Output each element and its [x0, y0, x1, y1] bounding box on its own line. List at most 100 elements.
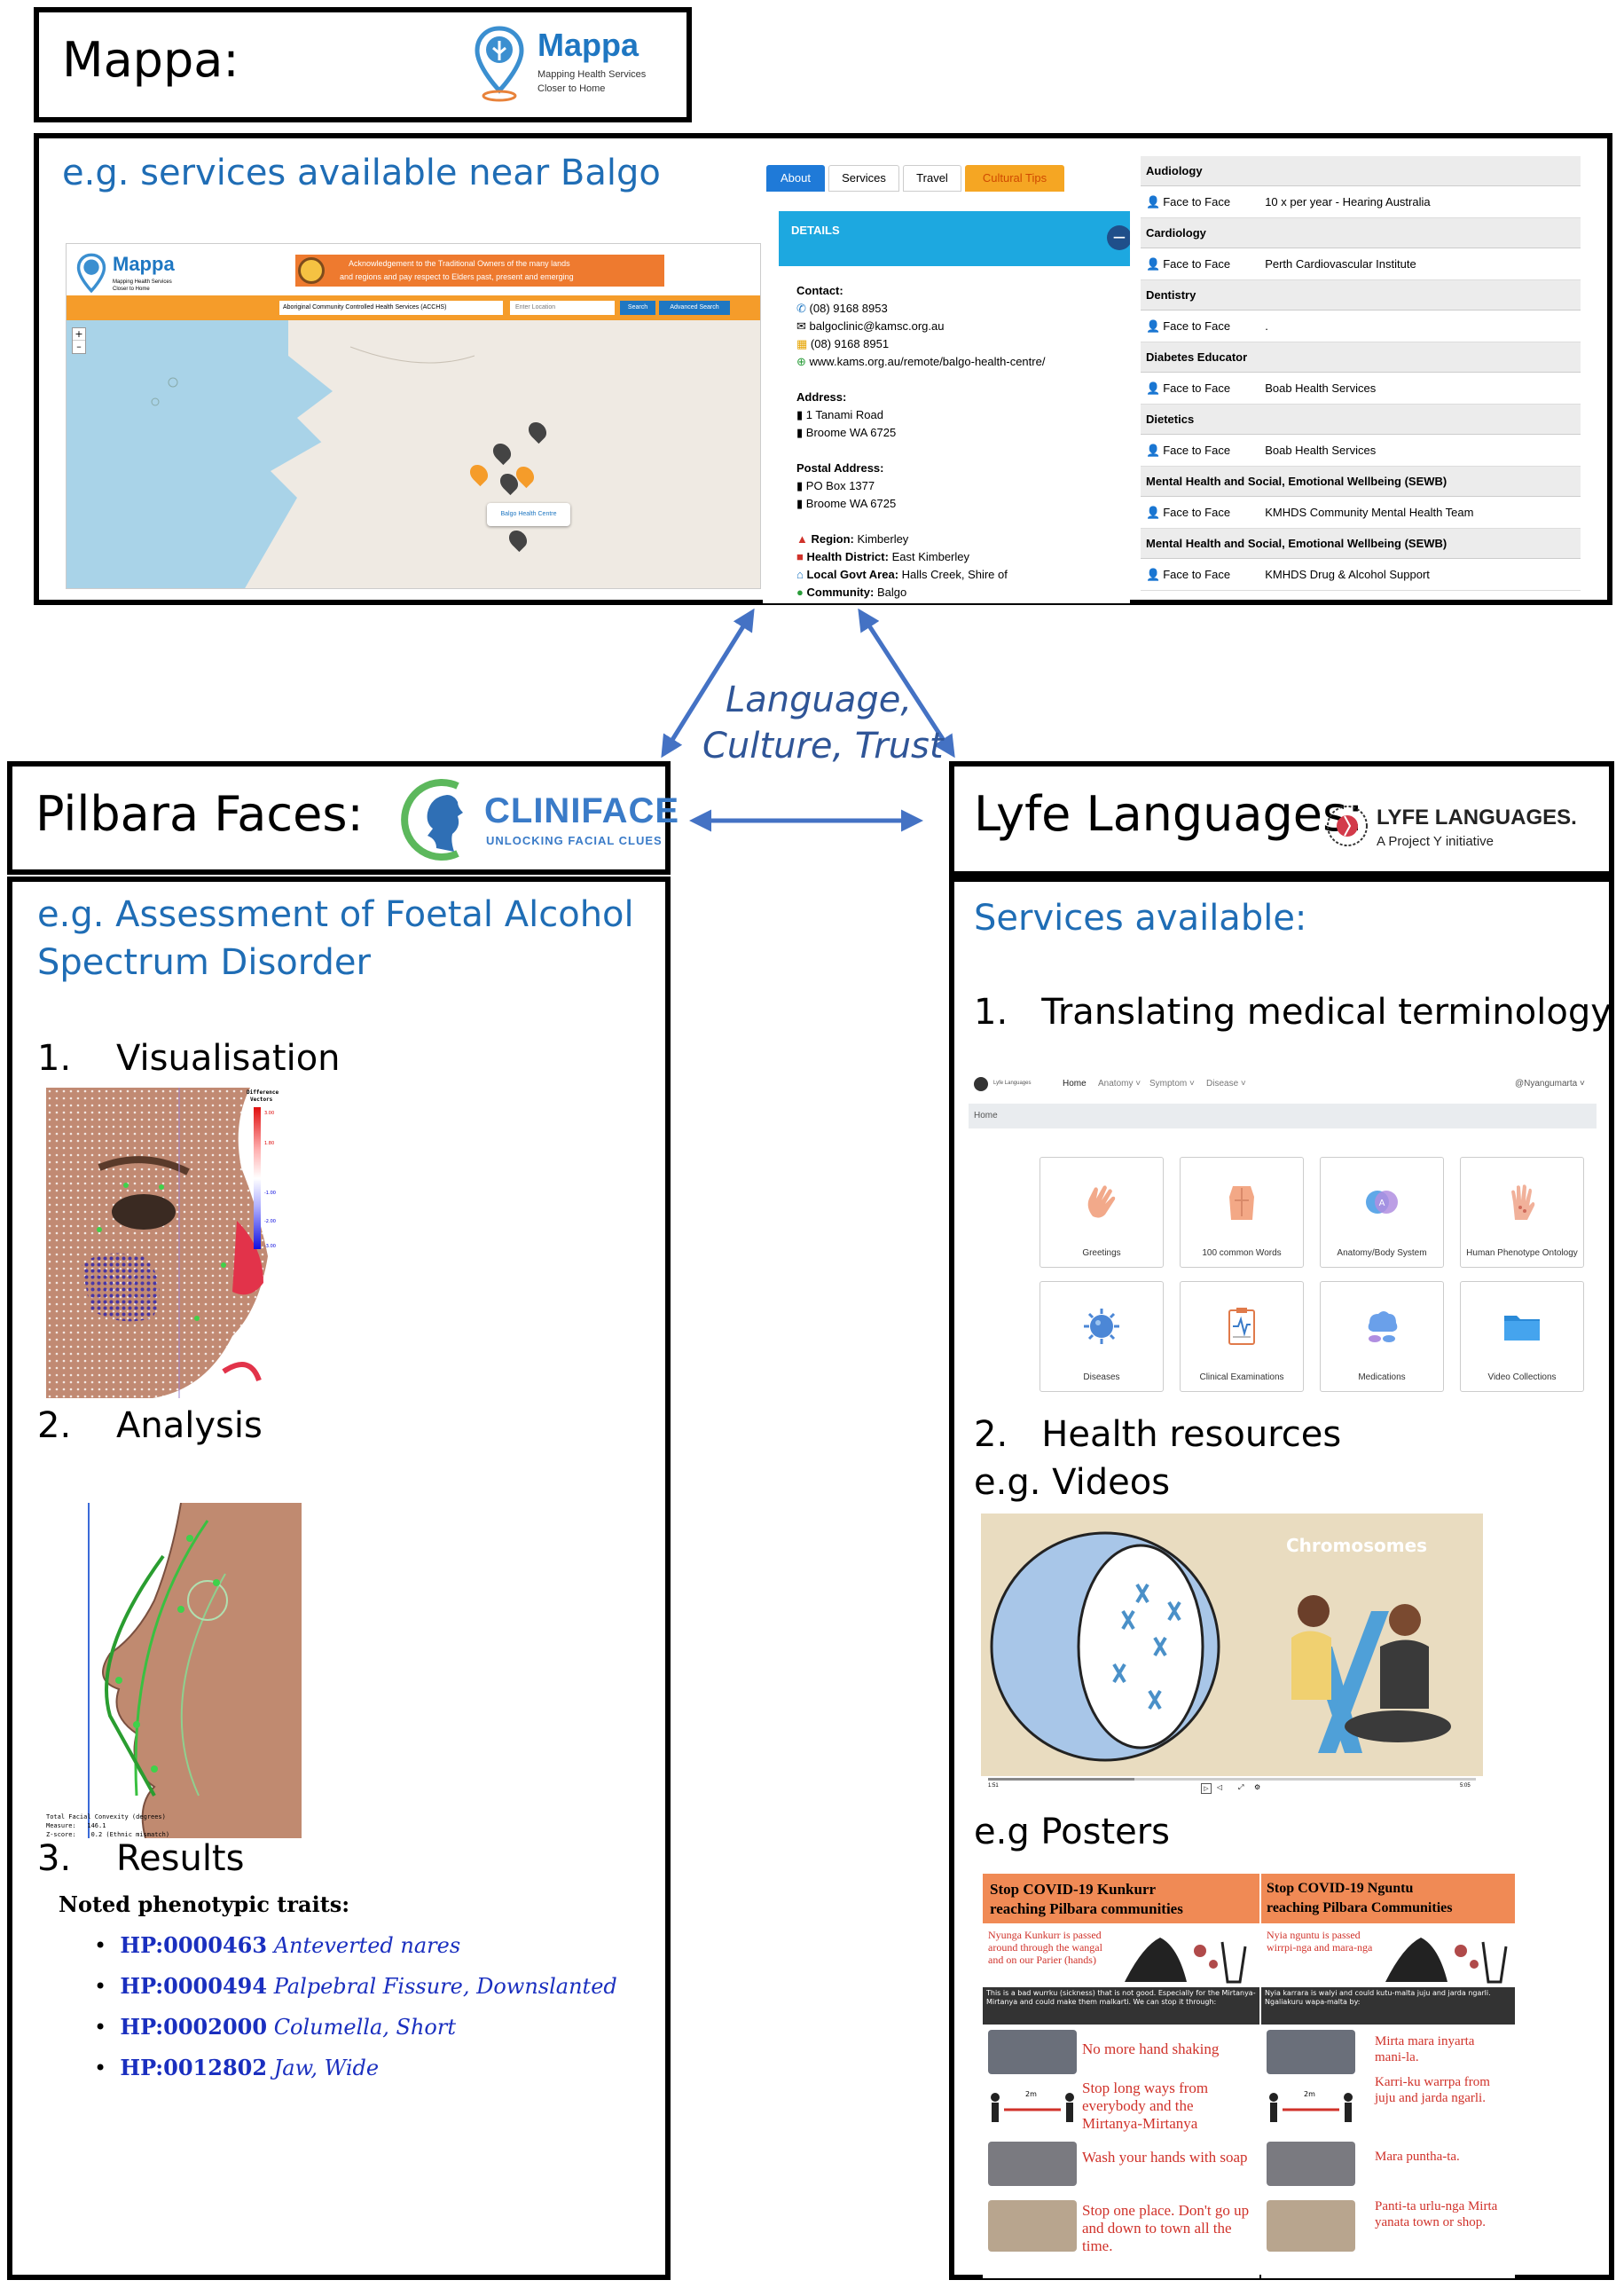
- person-icon: 👤: [1146, 568, 1161, 581]
- tab-services[interactable]: Services: [828, 165, 899, 192]
- map-zoom-control[interactable]: + –: [72, 327, 86, 354]
- address-line2: ▮ Broome WA 6725: [796, 426, 897, 439]
- map-search-button[interactable]: Search: [620, 301, 655, 315]
- map-service-select[interactable]: Aboriginal Community Controlled Health S…: [279, 301, 503, 315]
- tile-diseases[interactable]: Diseases: [1040, 1281, 1164, 1392]
- difference-legend: Difference Vectors 3.00 1.80 -1.00 -2.00…: [247, 1089, 287, 1258]
- map-logo-pin-icon: [76, 253, 106, 294]
- map-ack-line2: and regions and pay respect to Elders pa…: [340, 272, 574, 281]
- map-search-bar: Aboriginal Community Controlled Health S…: [67, 295, 760, 320]
- tile-human-phenotype-ontology[interactable]: Human Phenotype Ontology: [1460, 1157, 1584, 1268]
- poster-item: Mirta mara inyarta mani-la.: [1375, 2034, 1475, 2064]
- map-ack-line1: Acknowledgement to the Traditional Owner…: [349, 259, 570, 268]
- town-photo: [1267, 2200, 1355, 2252]
- fullscreen-icon[interactable]: ⤢: [1238, 1783, 1244, 1791]
- legend-tick: 3.00: [264, 1111, 275, 1116]
- contact-phone: ✆ (08) 9168 8953: [796, 302, 888, 316]
- volume-icon[interactable]: ◁: [1217, 1783, 1223, 1791]
- lyfe-title-box: Lyfe Languages: LYFE LANGUAGES. A Projec…: [949, 761, 1614, 877]
- community-line: ● Community: Balgo: [796, 586, 907, 599]
- map-zoom-out-button[interactable]: –: [76, 341, 82, 352]
- map-canvas[interactable]: + – Balgo Health Centre: [67, 320, 760, 588]
- lyfe-step2: 2. Health resources: [974, 1414, 1342, 1455]
- video-player[interactable]: Chromosomes 1:51 5:05 ▷ ◁ ⤢ ⚙: [981, 1514, 1483, 1797]
- details-header[interactable]: DETAILS: [779, 211, 1130, 266]
- map-advanced-search-button[interactable]: Advanced Search: [659, 301, 730, 315]
- waving-hand-icon: [1087, 1185, 1116, 1218]
- poster-item: Karri-ku warrpa from juju and jarda ngar…: [1375, 2075, 1490, 2105]
- lyfe-logo: LYFE LANGUAGES. A Project Y initiative: [1325, 804, 1609, 857]
- trait-code[interactable]: HP:0002000: [120, 2014, 268, 2040]
- map-location-input[interactable]: Enter Location: [510, 301, 615, 315]
- website-link[interactable]: www.kams.org.au/remote/balgo-health-cent…: [809, 355, 1046, 368]
- email-value[interactable]: balgoclinic@kamsc.org.au: [809, 319, 945, 333]
- torso-icon: [1229, 1186, 1254, 1220]
- nav-anatomy[interactable]: Anatomy ˅: [1098, 1079, 1142, 1089]
- video-controls[interactable]: 1:51 5:05 ▷ ◁ ⤢ ⚙: [981, 1776, 1483, 1797]
- center-label-line1: Language,: [726, 680, 913, 720]
- lyfe-services-title: Services available:: [974, 898, 1307, 939]
- trait-code[interactable]: HP:0000494: [120, 1973, 268, 1999]
- town-photo: [988, 2200, 1077, 2252]
- lyfe-nav-brand[interactable]: Lyfe Languages: [993, 1081, 1032, 1086]
- lyfe-posters-label: e.g Posters: [974, 1812, 1171, 1852]
- nav-disease[interactable]: Disease ˅: [1206, 1079, 1246, 1089]
- tile-anatomy-body-system[interactable]: A Anatomy/Body System: [1320, 1157, 1444, 1268]
- person-icon: 👤: [1146, 319, 1161, 333]
- collapse-icon[interactable]: −: [1107, 225, 1130, 250]
- nav-user-menu[interactable]: @Nyangumarta ˅: [1515, 1079, 1585, 1089]
- mappa-logo-sub2: Closer to Home: [537, 83, 606, 94]
- tile-video-collections[interactable]: Video Collections: [1460, 1281, 1584, 1392]
- map-popup[interactable]: Balgo Health Centre: [487, 503, 570, 526]
- analysis-caption-line1: Total Facial Convexity (degrees): [46, 1813, 166, 1820]
- details-screenshot: About Services Travel Cultural Tips DETA…: [763, 153, 1130, 603]
- legend-title-line1: Difference: [247, 1089, 279, 1096]
- trait-name: Jaw, Wide: [273, 2056, 380, 2080]
- tab-travel[interactable]: Travel: [903, 165, 961, 192]
- poster-item: Wash your hands with soap: [1082, 2149, 1248, 2166]
- trait-name: Columella, Short: [273, 2015, 456, 2040]
- map-ack-banner: Acknowledgement to the Traditional Owner…: [295, 255, 664, 287]
- address-label: Address:: [796, 390, 847, 404]
- trait-code[interactable]: HP:0000463: [120, 1932, 268, 1958]
- service-row[interactable]: 👤Face to Face.: [1141, 311, 1581, 342]
- pilbara-example-line1: e.g. Assessment of Foetal Alcohol: [37, 894, 634, 935]
- legend-color-bar: [254, 1107, 261, 1249]
- mappa-logo-sub1: Mapping Health Services: [537, 69, 647, 80]
- tile-greetings[interactable]: Greetings: [1040, 1157, 1164, 1268]
- trait-item: • HP:0002000 Columella, Short: [94, 2014, 456, 2040]
- tab-cultural-tips[interactable]: Cultural Tips: [965, 165, 1064, 192]
- phone-value[interactable]: (08) 9168 8953: [809, 302, 888, 315]
- mappa-logo-name: Mappa: [537, 27, 639, 63]
- pilbara-step1: 1. Visualisation: [37, 1038, 341, 1079]
- nav-symptom[interactable]: Symptom ˅: [1149, 1079, 1195, 1089]
- address-line1: ▮ 1 Tanami Road: [796, 408, 883, 421]
- tile-clinical-examinations[interactable]: Clinical Examinations: [1180, 1281, 1304, 1392]
- nav-home[interactable]: Home: [1063, 1079, 1087, 1089]
- breadcrumb[interactable]: Home: [969, 1104, 1597, 1128]
- traits-title: Noted phenotypic traits:: [59, 1891, 350, 1917]
- poster-title-line2: reaching Pilbara Communities: [1267, 1900, 1453, 1915]
- video-progress-bar[interactable]: [988, 1778, 1476, 1781]
- poster-header: Stop COVID-19 Nguntu reaching Pilbara Co…: [1261, 1874, 1515, 1923]
- tab-about[interactable]: About: [766, 165, 825, 192]
- mail-icon: ✉: [796, 319, 806, 333]
- globe-icon: ⊕: [796, 355, 806, 368]
- trait-code[interactable]: HP:0012802: [120, 2055, 268, 2080]
- distance-label: 2m: [1304, 2090, 1315, 2098]
- settings-icon[interactable]: ⚙: [1254, 1783, 1261, 1791]
- tile-medications[interactable]: Medications: [1320, 1281, 1444, 1392]
- phone-icon: ✆: [796, 302, 806, 315]
- tile-100-common-words[interactable]: 100 common Words: [1180, 1157, 1304, 1268]
- legend-tick: -2.00: [264, 1219, 276, 1224]
- map-zoom-in-button[interactable]: +: [73, 328, 85, 341]
- mappa-example-title: e.g. services available near Balgo: [62, 153, 661, 193]
- service-category: Mental Health and Social, Emotional Well…: [1141, 467, 1581, 497]
- play-icon[interactable]: ▷: [1201, 1783, 1212, 1794]
